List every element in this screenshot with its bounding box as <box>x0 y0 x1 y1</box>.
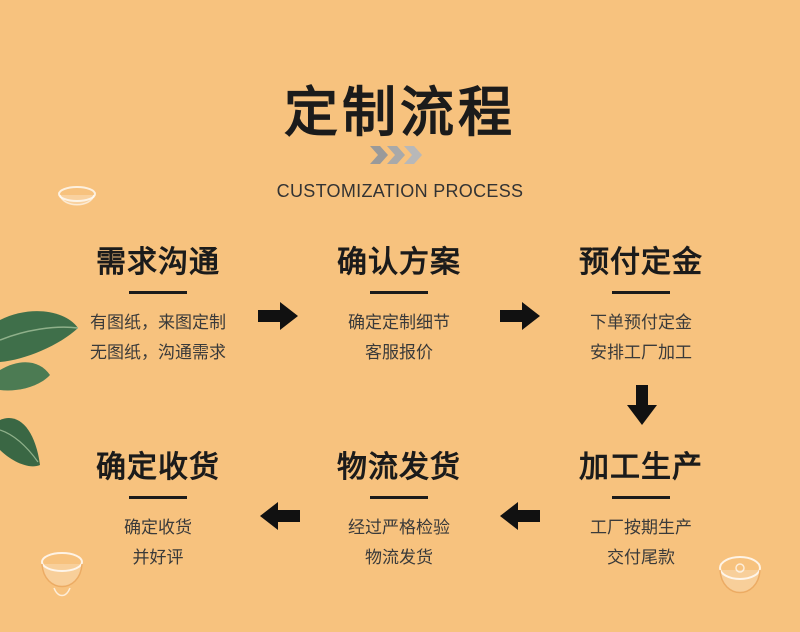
glass-bowl-icon <box>41 552 83 597</box>
step-description: 下单预付定金 <box>590 313 692 333</box>
arrow-left-icon <box>260 502 300 530</box>
step-heading: 物流发货 <box>337 450 461 485</box>
step-heading: 预付定金 <box>579 245 703 280</box>
leaf-icon <box>0 311 79 467</box>
step-heading: 确认方案 <box>337 245 461 280</box>
step-description: 安排工厂加工 <box>590 343 692 363</box>
glass-bowl-icon <box>58 186 96 206</box>
step-production: 加工生产 工厂按期生产 交付尾款 <box>546 450 736 573</box>
step-description: 并好评 <box>132 548 184 568</box>
step-divider <box>129 496 187 499</box>
step-divider <box>370 496 428 499</box>
arrow-right-icon <box>258 302 298 330</box>
step-description: 无图纸，沟通需求 <box>90 343 226 363</box>
step-confirm-plan: 确认方案 确定定制细节 客服报价 <box>304 245 494 368</box>
step-heading: 需求沟通 <box>96 245 220 280</box>
step-divider <box>129 291 187 294</box>
step-description: 经过严格检验 <box>348 518 450 538</box>
arrow-left-icon <box>500 502 540 530</box>
step-prepay-deposit: 预付定金 下单预付定金 安排工厂加工 <box>546 245 736 368</box>
step-divider <box>370 291 428 294</box>
arrow-right-icon <box>500 302 540 330</box>
step-heading: 加工生产 <box>579 450 703 485</box>
page-subtitle: CUSTOMIZATION PROCESS <box>276 181 524 201</box>
glass-bowl-icon <box>719 556 761 594</box>
step-description: 确定收货 <box>124 518 192 538</box>
step-description: 客服报价 <box>365 343 433 363</box>
step-description: 物流发货 <box>365 548 433 568</box>
step-divider <box>612 291 670 294</box>
page-title: 定制流程 <box>284 80 516 144</box>
step-description: 交付尾款 <box>607 548 675 568</box>
step-description: 确定定制细节 <box>348 313 450 333</box>
chevron-right-icon <box>370 146 422 164</box>
step-requirement-communication: 需求沟通 有图纸，来图定制 无图纸，沟通需求 <box>63 245 253 368</box>
step-logistics: 物流发货 经过严格检验 物流发货 <box>304 450 494 573</box>
arrow-down-icon <box>627 385 657 425</box>
step-description: 工厂按期生产 <box>590 518 692 538</box>
step-heading: 确定收货 <box>96 450 220 485</box>
step-description: 有图纸，来图定制 <box>90 313 226 333</box>
step-divider <box>612 496 670 499</box>
step-confirm-receipt: 确定收货 确定收货 并好评 <box>63 450 253 573</box>
